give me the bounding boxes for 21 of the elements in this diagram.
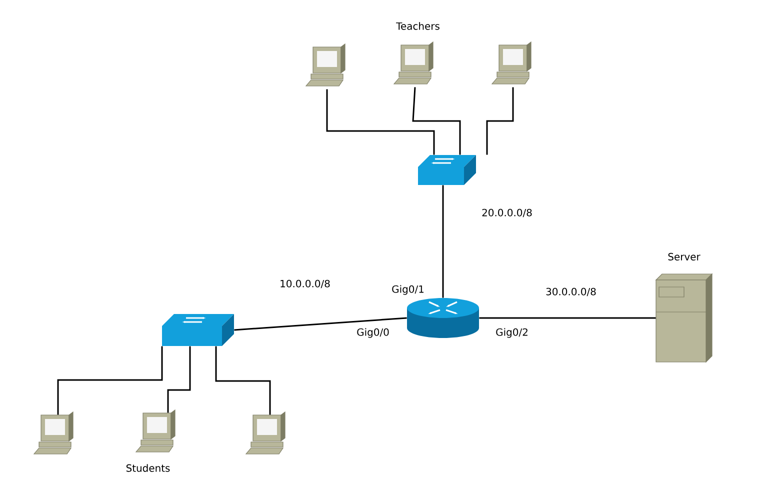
cable-line — [57, 346, 163, 415]
switch-drawing — [162, 314, 234, 346]
router-drawing — [407, 298, 479, 338]
group-label: Teachers — [396, 22, 440, 30]
cable-line — [412, 87, 461, 155]
edge-label: 30.0.0.0/8 — [544, 286, 598, 298]
group-label: Students — [126, 464, 170, 472]
switch-drawing — [418, 155, 476, 185]
port-label: Gig0/2 — [496, 328, 528, 338]
edge-label: 10.0.0.0/8 — [278, 278, 332, 290]
port-label: Gig0/0 — [357, 328, 389, 338]
port-label: Gig0/1 — [392, 285, 424, 295]
cable-line — [234, 317, 407, 331]
cable-line — [326, 89, 435, 155]
cable-line — [486, 87, 514, 155]
node-label: Server — [668, 252, 700, 260]
cable-line — [442, 185, 444, 298]
cable-line — [167, 346, 191, 413]
cable-line — [479, 317, 656, 319]
edge-label: 20.0.0.0/8 — [480, 208, 534, 218]
cable-line — [215, 346, 271, 415]
